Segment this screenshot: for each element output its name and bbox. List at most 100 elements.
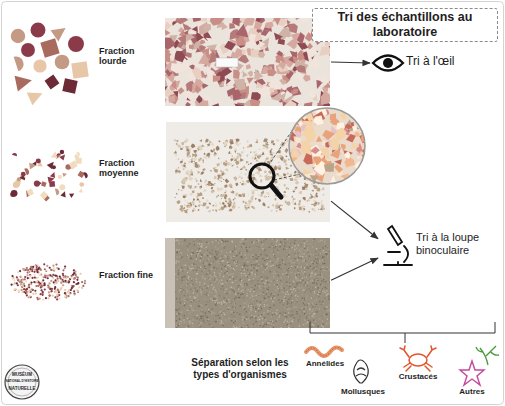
shell-fragment [324, 83, 330, 88]
sand-grain [319, 262, 320, 263]
sediment-grain [279, 208, 282, 210]
sand-grain [326, 288, 327, 289]
sand-grain [299, 256, 300, 257]
sand-grain [281, 262, 282, 263]
sand-grain [182, 288, 183, 289]
sand-grain [312, 263, 313, 264]
sand-grain [289, 321, 290, 322]
sediment-grain [192, 207, 193, 208]
sand-grain [223, 311, 224, 312]
sand-grain [315, 251, 316, 252]
sediment-grain [193, 163, 194, 165]
sand-grain [305, 292, 306, 293]
sediment-grain [285, 163, 288, 166]
sand-grain [191, 265, 192, 266]
sand-grain [184, 295, 185, 296]
sand-grain [274, 247, 275, 248]
sediment-grain [193, 199, 195, 201]
shell-fragment [247, 27, 262, 42]
shell-fragment [303, 75, 311, 82]
sand-grain [300, 257, 301, 258]
sand-grain [236, 284, 237, 285]
sand-grain [266, 288, 267, 289]
sand-grain [273, 273, 274, 274]
sand-grain [232, 282, 233, 283]
sediment-grain [307, 199, 310, 202]
sand-grain [193, 252, 194, 253]
sand-grain [219, 257, 220, 258]
sediment-grain [198, 158, 201, 162]
sand-grain [234, 327, 235, 328]
sand-grain [258, 267, 259, 268]
sand-grain [298, 297, 299, 298]
sand-grain [213, 312, 214, 313]
sand-grain [263, 312, 264, 313]
sand-grain [271, 320, 272, 321]
sand-grain [247, 301, 248, 302]
sand-grain [212, 275, 213, 276]
shell-fragment [247, 78, 255, 84]
sand-grain [228, 264, 229, 265]
sediment-grain [198, 204, 200, 207]
sand-grain [248, 273, 249, 274]
sand-grain [283, 301, 284, 302]
sediment-grain [236, 139, 240, 142]
shell-fragment [329, 63, 330, 68]
sediment-grain [252, 206, 255, 208]
sand-grain [176, 268, 177, 269]
sediment-grain [278, 167, 280, 169]
sediment-grain [250, 162, 252, 164]
sediment-grain [242, 193, 245, 197]
sediment-grain [234, 148, 237, 152]
sand-grain [189, 242, 190, 243]
sediment-grain [246, 154, 249, 157]
sand-grain [305, 307, 306, 308]
sand-grain [202, 318, 203, 319]
sand-grain [302, 253, 303, 254]
sand-grain [255, 257, 256, 258]
sand-grain [278, 328, 279, 329]
sand-grain [278, 265, 279, 266]
sand-grain [200, 326, 201, 327]
sand-grain [323, 303, 324, 304]
sediment-grain [210, 170, 212, 172]
sand-grain [189, 271, 190, 272]
sand-grain [295, 277, 296, 278]
sediment-grain [207, 146, 208, 147]
sand-grain [191, 300, 192, 301]
sediment-grain [294, 171, 297, 174]
sediment-grain [278, 161, 280, 163]
shell-fragment [267, 69, 277, 76]
sediment-grain [218, 141, 220, 143]
sand-grain [200, 289, 201, 290]
shell-fragment [248, 70, 253, 76]
sand-grain [289, 283, 290, 284]
sand-grain [215, 321, 216, 322]
sand-grain [264, 267, 265, 268]
sediment-grain [232, 190, 235, 194]
sand-grain [278, 249, 279, 250]
sand-grain [273, 277, 274, 278]
sand-grain [206, 242, 207, 243]
sediment-grain [193, 157, 197, 161]
sand-grain [238, 299, 239, 300]
sediment-grain [286, 148, 289, 151]
sediment-grain [181, 209, 185, 212]
sand-grain [256, 320, 257, 321]
sand-grain [250, 317, 251, 318]
sand-grain [277, 258, 278, 259]
sand-grain [316, 294, 317, 295]
sediment-grain [210, 182, 215, 186]
sand-grain [222, 258, 223, 259]
sand-grain [264, 317, 265, 318]
sediment-grain [248, 194, 249, 196]
sand-grain [311, 315, 312, 316]
sediment-grain [276, 173, 278, 175]
sand-grain [251, 287, 252, 288]
shell-fragment [254, 69, 263, 80]
sediment-grain [228, 200, 233, 204]
sand-grain [210, 312, 211, 313]
sand-grain [319, 249, 320, 250]
sand-grain [255, 295, 256, 296]
sediment-grain [236, 166, 238, 168]
